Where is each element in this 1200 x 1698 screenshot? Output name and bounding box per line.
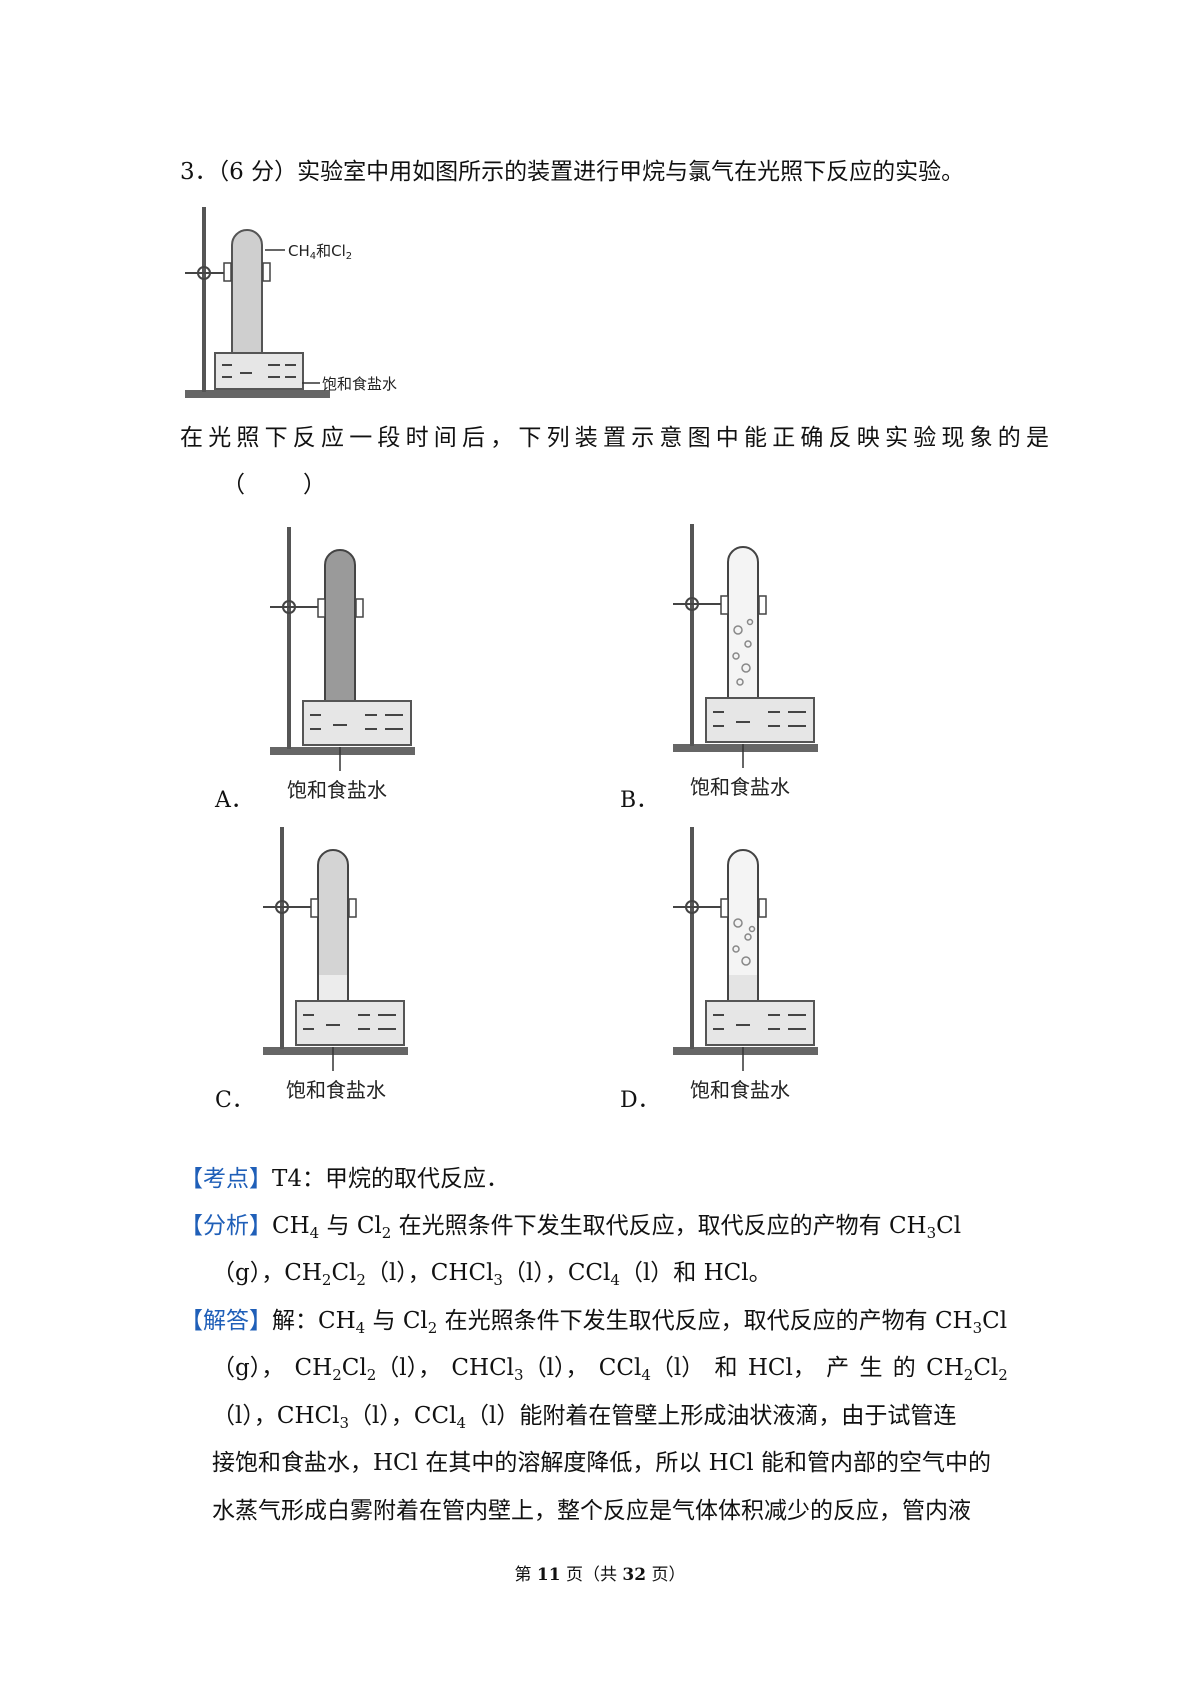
jieda-line-2: （g）， CH2Cl2（l）， CHCl3（l）， CCl4（l） 和 HCl，… <box>212 1355 1008 1384</box>
stand-base <box>185 390 330 398</box>
option-c-caption: 饱和食盐水 <box>286 1078 386 1102</box>
option-a-caption: 饱和食盐水 <box>287 778 387 802</box>
setup-water-label: 饱和食盐水 <box>322 375 397 393</box>
jieda-line-3: （l），CHCl3（l），CCl4（l）能附着在管壁上形成油状液滴，由于试管连 <box>212 1403 957 1432</box>
page-footer: 第 11 页（共 32 页） <box>514 1565 686 1585</box>
option-d-caption: 饱和食盐水 <box>690 1078 790 1102</box>
option-b-letter: B． <box>620 788 659 813</box>
kaodian-text: T4：甲烷的取代反应． <box>272 1166 509 1192</box>
svg-text:CH4和Cl2: CH4和Cl2 <box>288 242 352 262</box>
option-d-figure: 饱和食盐水 <box>673 827 818 1102</box>
page-number: 11 <box>536 1565 561 1585</box>
kaodian-tag: 【考点】 <box>180 1166 272 1192</box>
option-b-caption: 饱和食盐水 <box>690 775 790 799</box>
jieda-tag: 【解答】 <box>180 1308 272 1334</box>
fenxi-tag: 【分析】 <box>180 1213 272 1239</box>
option-c-figure: 饱和食盐水 <box>263 827 408 1102</box>
jieda-line-1: 【解答】解：CH4 与 Cl2 在光照条件下发生取代反应，取代反应的产物有 CH… <box>180 1308 1008 1337</box>
setup-figure: CH4和Cl2 饱和食盐水 <box>185 207 397 398</box>
page-total: 32 <box>622 1565 647 1585</box>
kaodian-line: 【考点】T4：甲烷的取代反应． <box>180 1164 509 1194</box>
jieda-line-4: 接饱和食盐水，HCl 在其中的溶解度降低，所以 HCl 能和管内部的空气中的 <box>212 1450 991 1476</box>
fenxi-line-2: （g），CH2Cl2（l），CHCl3（l），CCl4（l）和 HCl。 <box>212 1260 772 1289</box>
option-a-letter: A． <box>215 788 253 813</box>
fenxi-line-1: 【分析】CH4 与 Cl2 在光照条件下发生取代反应，取代反应的产物有 CH3C… <box>180 1213 962 1242</box>
option-b-figure: 饱和食盐水 <box>673 524 818 799</box>
clamp-knob <box>197 266 211 280</box>
answer-blank: （ ） <box>222 472 330 498</box>
question-prompt: 在光照下反应一段时间后，下列装置示意图中能正确反映实验现象的是 <box>180 425 1055 451</box>
test-tube <box>231 229 263 387</box>
stand-rod <box>202 207 206 392</box>
jieda-line-5: 水蒸气形成白雾附着在管内壁上，整个反应是气体体积减少的反应，管内液 <box>212 1498 971 1524</box>
option-c-letter: C． <box>215 1088 254 1113</box>
option-a-figure: 饱和食盐水 <box>270 527 415 802</box>
question-title: 3．（6 分）实验室中用如图所示的装置进行甲烷与氯气在光照下反应的实验。 <box>180 159 965 185</box>
trough <box>214 352 304 390</box>
option-d-letter: D． <box>620 1088 660 1113</box>
